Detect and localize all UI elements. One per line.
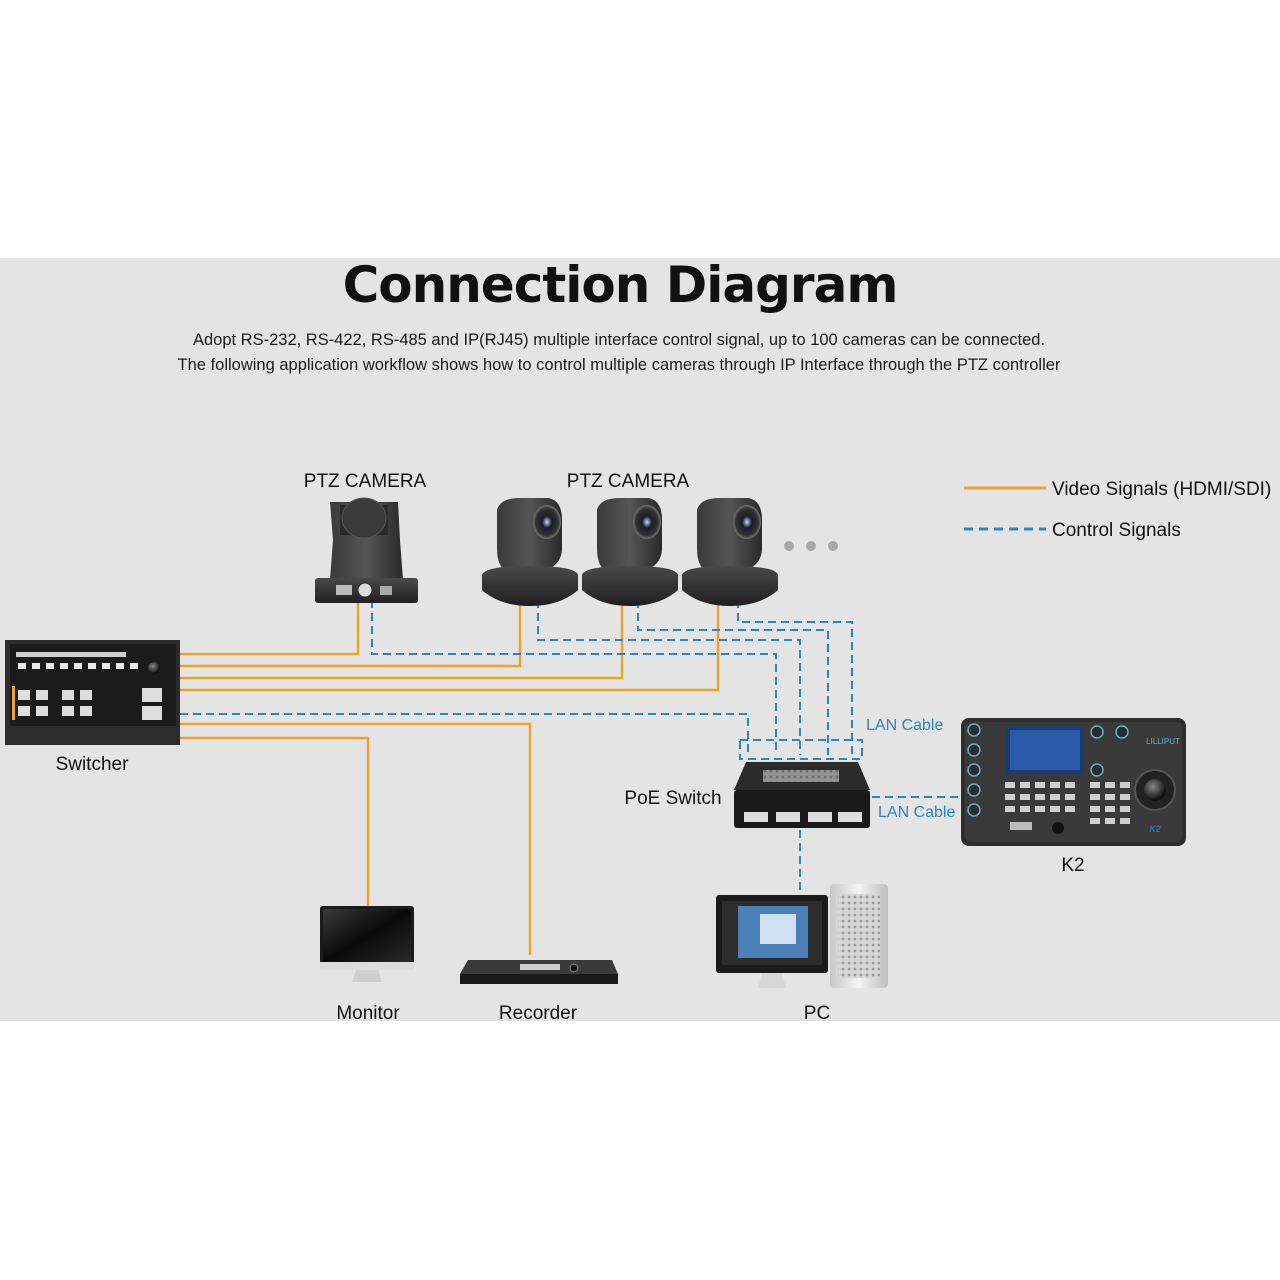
control-signal-lines bbox=[180, 600, 960, 895]
monitor-device bbox=[320, 906, 414, 982]
ptz-camera-group bbox=[482, 498, 838, 606]
switcher-device bbox=[5, 640, 180, 745]
control-line-camera-3 bbox=[637, 600, 829, 755]
control-line-switcher bbox=[180, 713, 749, 755]
ptz-camera-2 bbox=[482, 498, 578, 606]
legend: Video Signals (HDMI/SDI) Control Signals bbox=[964, 479, 1271, 541]
lan-port-group bbox=[739, 739, 863, 760]
pc-device bbox=[716, 884, 888, 988]
label-recorder: Recorder bbox=[499, 1003, 578, 1024]
label-lan-cable-right: LAN Cable bbox=[878, 804, 955, 821]
label-k2: K2 bbox=[1061, 855, 1084, 876]
label-pc: PC bbox=[804, 1003, 830, 1024]
video-signal-lines bbox=[180, 595, 720, 955]
video-line-camera-1 bbox=[180, 595, 360, 656]
diagram-background bbox=[0, 258, 1280, 1021]
control-line-camera-4 bbox=[737, 600, 853, 755]
ptz-camera-3 bbox=[582, 498, 678, 606]
k2-controller: LILLIPUT K2 bbox=[961, 718, 1186, 846]
legend-control-label: Control Signals bbox=[1052, 520, 1181, 541]
ptz-camera-4 bbox=[682, 498, 778, 606]
more-dot-icon bbox=[784, 541, 794, 551]
more-dot-icon bbox=[806, 541, 816, 551]
subtitle-line-2: The following application workflow shows… bbox=[178, 356, 1061, 374]
more-dot-icon bbox=[828, 541, 838, 551]
label-ptz-camera-group: PTZ CAMERA bbox=[567, 471, 690, 492]
page-title: Connection Diagram bbox=[343, 256, 898, 314]
recorder-device bbox=[460, 960, 618, 984]
video-line-camera-2 bbox=[180, 600, 522, 668]
video-line-camera-3 bbox=[180, 600, 624, 680]
video-line-monitor bbox=[180, 736, 370, 910]
label-poe-switch: PoE Switch bbox=[624, 788, 721, 809]
control-line-camera-1 bbox=[371, 600, 777, 755]
control-line-camera-2 bbox=[537, 600, 801, 755]
poe-switch-device bbox=[734, 762, 870, 828]
subtitle-line-1: Adopt RS-232, RS-422, RS-485 and IP(RJ45… bbox=[193, 331, 1045, 349]
label-ptz-camera-single: PTZ CAMERA bbox=[304, 471, 427, 492]
label-lan-cable-top: LAN Cable bbox=[866, 717, 943, 734]
video-line-recorder bbox=[180, 722, 532, 955]
legend-video-label: Video Signals (HDMI/SDI) bbox=[1052, 479, 1271, 500]
label-switcher: Switcher bbox=[56, 754, 130, 775]
k2-brand-text: LILLIPUT bbox=[1146, 737, 1180, 746]
ptz-camera-single bbox=[315, 497, 418, 603]
label-monitor: Monitor bbox=[336, 1003, 400, 1024]
k2-model-text: K2 bbox=[1149, 824, 1161, 834]
